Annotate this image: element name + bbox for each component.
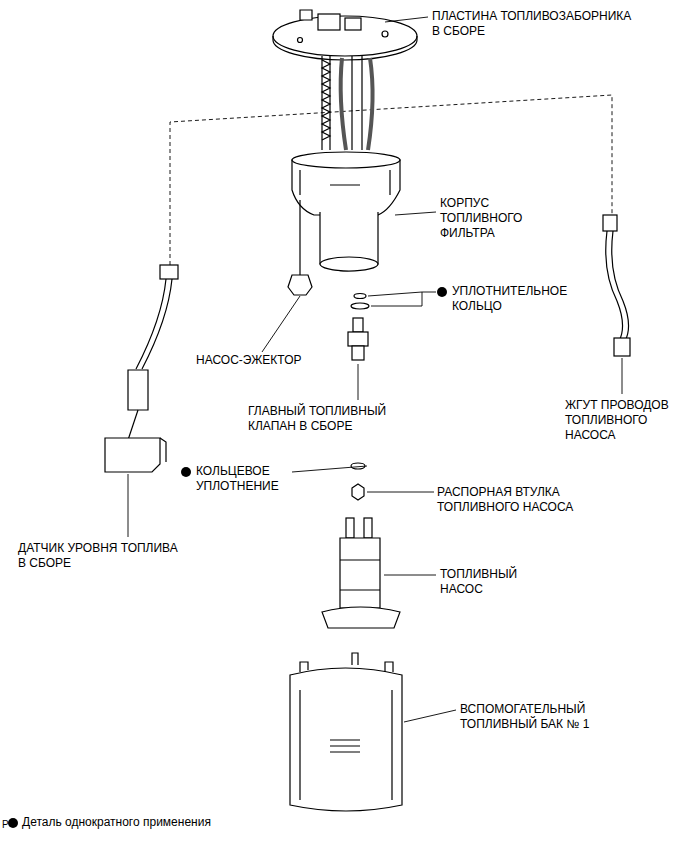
legend-bullet: [8, 818, 18, 828]
single-use-bullet: [437, 287, 447, 297]
part-label: КОРПУС ТОПЛИВНОГО ФИЛЬТРА: [440, 196, 526, 241]
suction-plate: [273, 10, 417, 150]
filter-housing: [292, 152, 400, 271]
legend-text: Деталь однократного применения: [22, 815, 211, 830]
part-label: НАСОС-ЭЖЕКТОР: [196, 353, 305, 368]
dashed-line: [170, 95, 612, 265]
fuel-pump: [322, 518, 400, 628]
spring: [322, 60, 330, 140]
spacer: [352, 484, 364, 500]
part-label: ТОПЛИВНЫЙ НАСОС: [440, 567, 521, 597]
part-label: ПЛАСТИНА ТОПЛИВОЗАБОРНИКА В СБОРЕ: [432, 9, 635, 39]
part-label: ВСПОМОГАТЕЛЬНЫЙ ТОПЛИВНЫЙ БАК № 1: [460, 702, 593, 732]
part-label: ДАТЧИК УРОВНЯ ТОПЛИВА В СБОРЕ: [18, 541, 181, 571]
tube: [341, 58, 373, 150]
part-label: ГЛАВНЫЙ ТОПЛИВНЫЙ КЛАПАН В СБОРЕ: [248, 404, 390, 434]
fuel-sender-gauge: [105, 265, 178, 472]
o-ring: [354, 294, 366, 299]
part-label: ЖГУТ ПРОВОДОВ ТОПЛИВНОГО НАСОСА: [565, 398, 672, 443]
o-ring: [351, 303, 369, 309]
part-label: РАСПОРНАЯ ВТУЛКА ТОПЛИВНОГО НАСОСА: [437, 485, 577, 515]
part-label: КОЛЬЦЕВОЕ УПЛОТНЕНИЕ: [196, 464, 282, 494]
sub-fuel-tank: [290, 653, 402, 811]
leader-lines: [128, 17, 622, 722]
ejector-pump: [288, 200, 312, 295]
figure-code: P: [2, 817, 9, 832]
single-use-bullet: [181, 467, 191, 477]
part-label: УПЛОТНИТЕЛЬНОЕ КОЛЬЦО: [452, 284, 571, 314]
main-fuel-valve: [348, 318, 368, 360]
wire-harness: [603, 215, 630, 356]
